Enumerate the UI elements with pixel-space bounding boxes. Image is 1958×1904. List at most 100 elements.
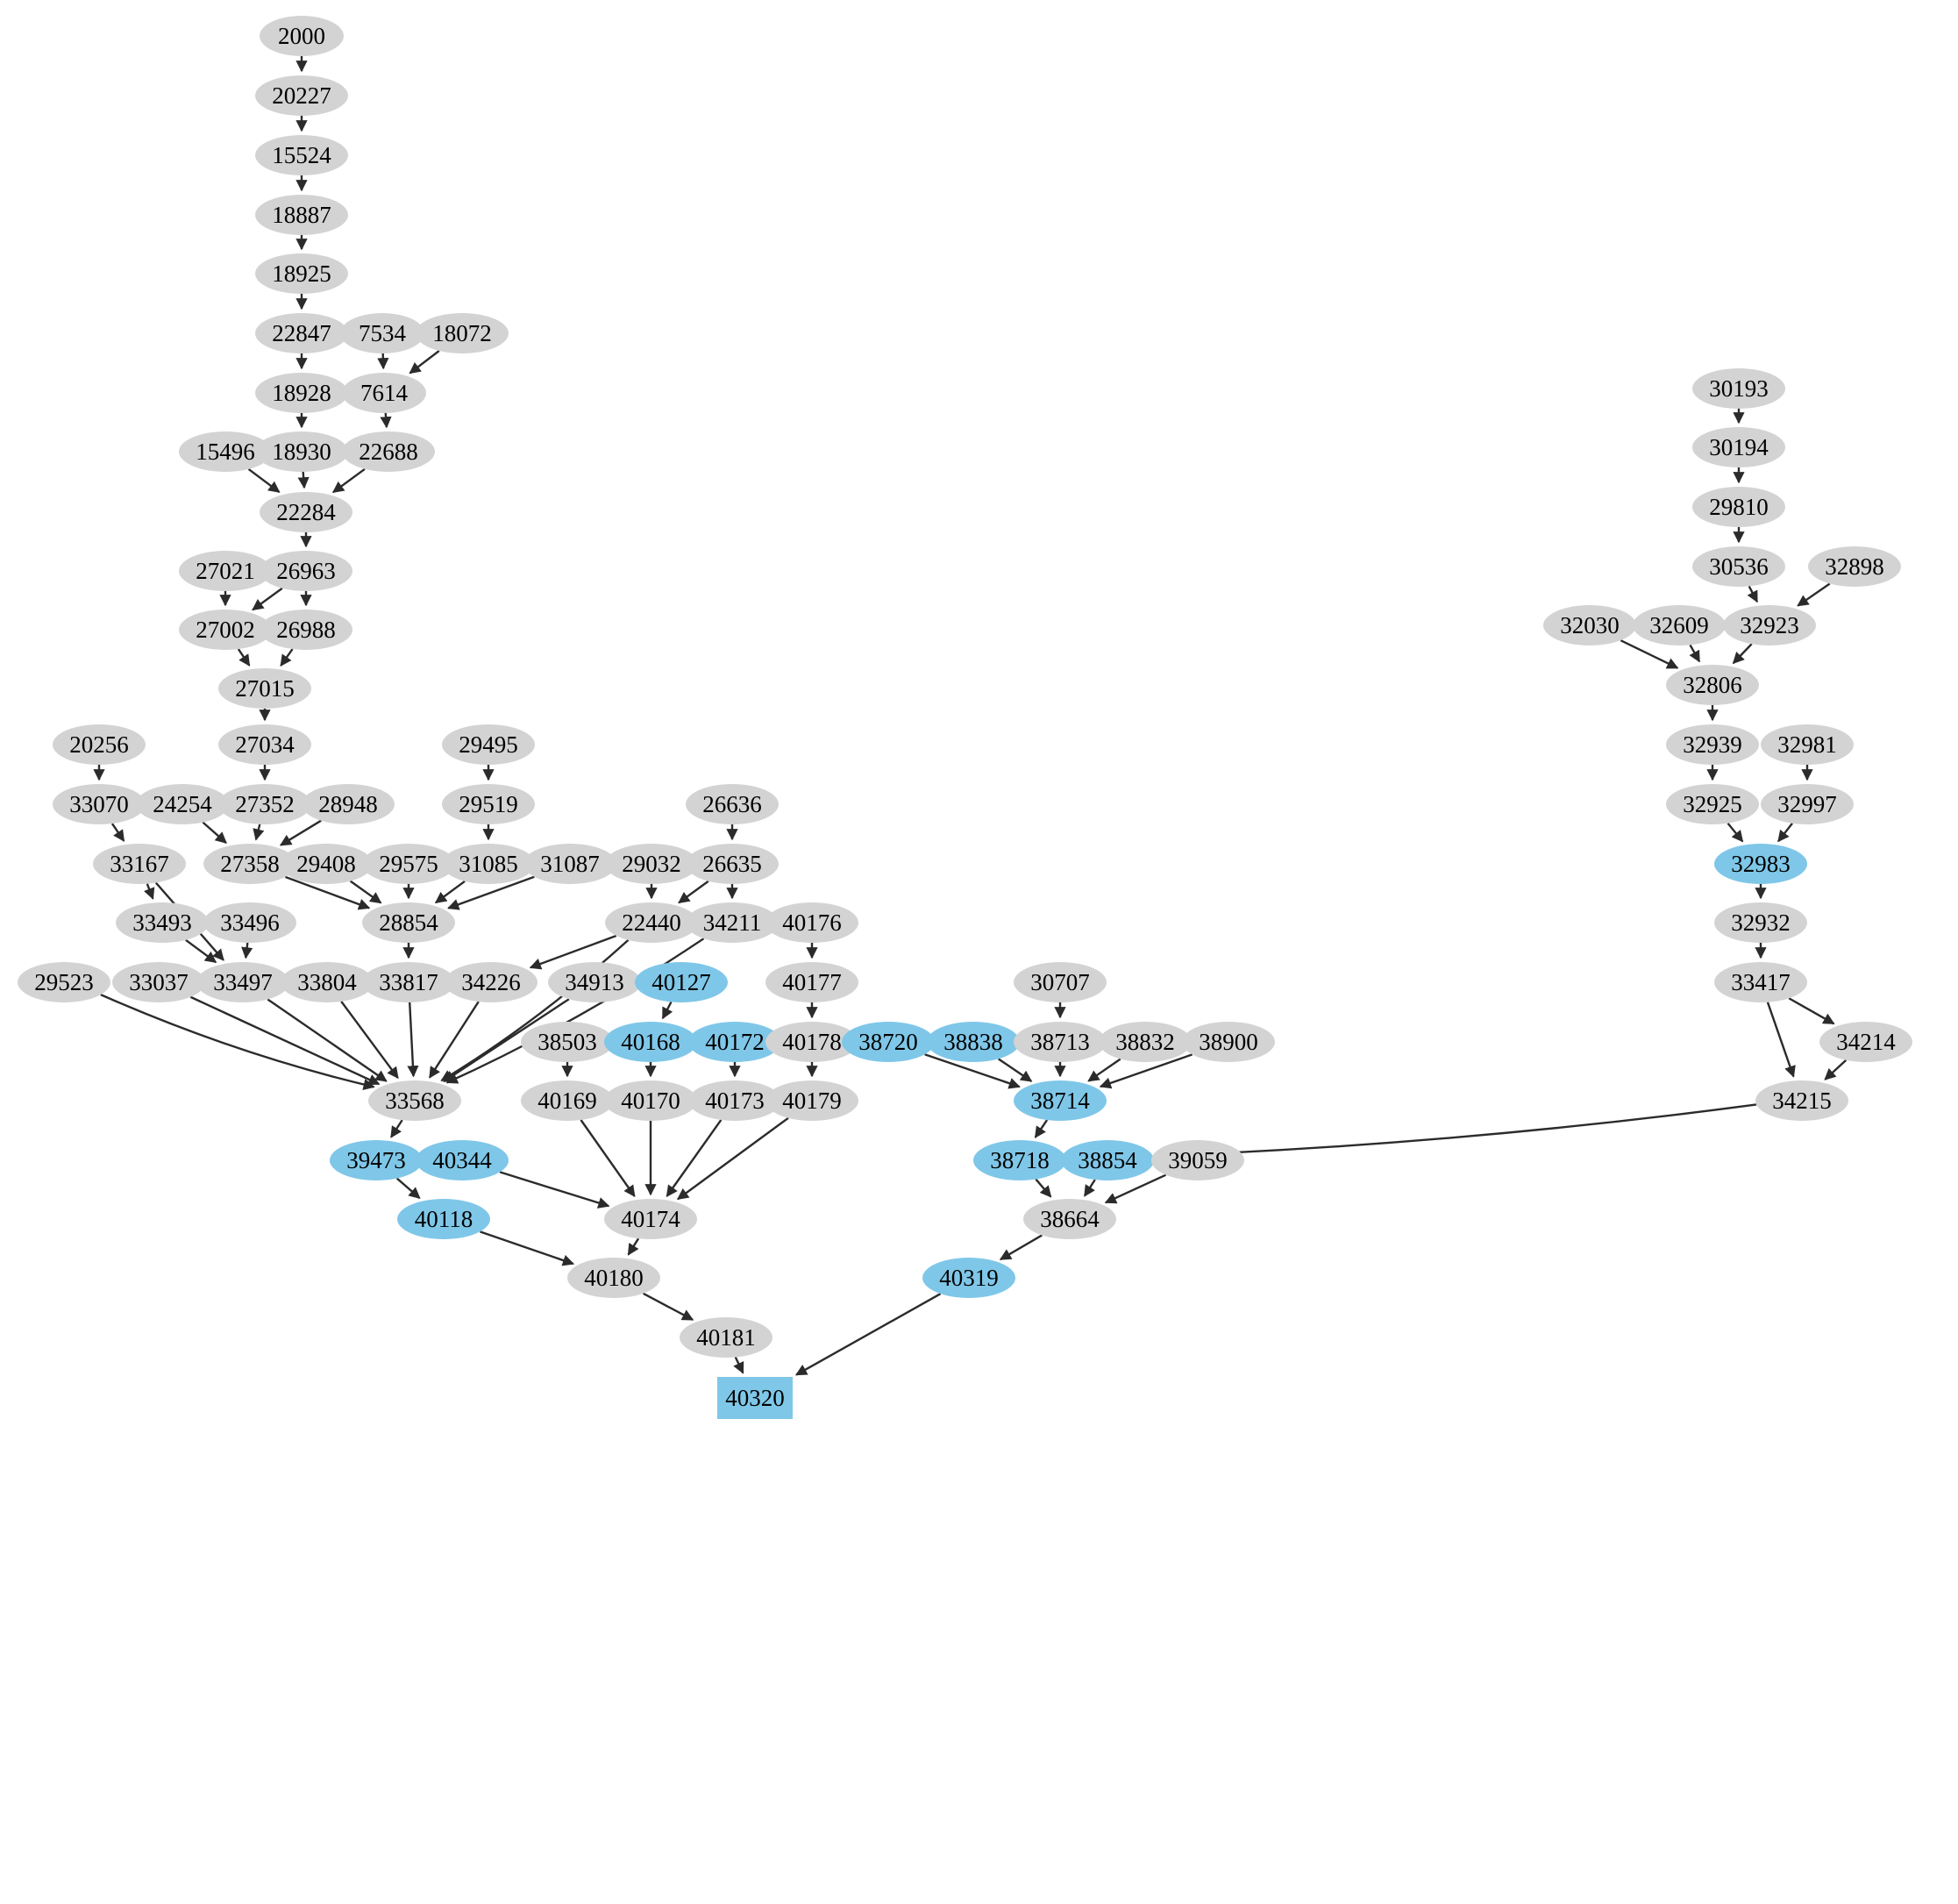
graph-node-40180[interactable]: 40180 [567, 1258, 660, 1298]
graph-node-38838[interactable]: 38838 [927, 1022, 1020, 1062]
graph-node-33417[interactable]: 33417 [1714, 962, 1807, 1002]
graph-node-label: 31087 [540, 850, 600, 877]
graph-node-31085[interactable]: 31085 [442, 844, 535, 884]
graph-node-39059[interactable]: 39059 [1151, 1140, 1244, 1180]
graph-node-7534[interactable]: 7534 [340, 313, 424, 353]
graph-node-40181[interactable]: 40181 [680, 1317, 773, 1358]
graph-node-label: 31085 [459, 850, 518, 877]
graph-node-40319[interactable]: 40319 [922, 1258, 1015, 1298]
graph-node-18072[interactable]: 18072 [416, 313, 509, 353]
graph-node-28948[interactable]: 28948 [302, 784, 395, 824]
graph-node-18925[interactable]: 18925 [255, 253, 348, 294]
graph-node-32030[interactable]: 32030 [1543, 605, 1636, 645]
graph-node-26636[interactable]: 26636 [686, 784, 779, 824]
graph-node-27352[interactable]: 27352 [218, 784, 311, 824]
graph-node-40320[interactable]: 40320 [717, 1377, 793, 1419]
graph-node-33167[interactable]: 33167 [93, 844, 186, 884]
graph-node-40118[interactable]: 40118 [397, 1199, 490, 1239]
graph-node-30193[interactable]: 30193 [1692, 368, 1785, 409]
graph-node-39473[interactable]: 39473 [330, 1140, 423, 1180]
graph-node-label: 38713 [1030, 1028, 1090, 1055]
graph-node-40174[interactable]: 40174 [604, 1199, 697, 1239]
graph-node-22440[interactable]: 22440 [605, 902, 698, 943]
graph-node-18930[interactable]: 18930 [255, 431, 348, 472]
graph-node-40177[interactable]: 40177 [765, 962, 858, 1002]
graph-node-38664[interactable]: 38664 [1023, 1199, 1116, 1239]
graph-node-38714[interactable]: 38714 [1014, 1080, 1107, 1121]
graph-node-30707[interactable]: 30707 [1014, 962, 1107, 1002]
graph-node-label: 32923 [1740, 611, 1799, 638]
graph-node-38854[interactable]: 38854 [1061, 1140, 1154, 1180]
graph-node-32923[interactable]: 32923 [1723, 605, 1816, 645]
graph-node-34214[interactable]: 34214 [1819, 1022, 1912, 1062]
graph-node-40168[interactable]: 40168 [604, 1022, 697, 1062]
graph-node-15524[interactable]: 15524 [255, 135, 348, 175]
graph-node-38718[interactable]: 38718 [973, 1140, 1066, 1180]
graph-node-29408[interactable]: 29408 [280, 844, 373, 884]
graph-node-26635[interactable]: 26635 [686, 844, 779, 884]
graph-node-32806[interactable]: 32806 [1666, 665, 1759, 705]
graph-node-40127[interactable]: 40127 [635, 962, 728, 1002]
graph-node-27021[interactable]: 27021 [179, 551, 272, 591]
graph-node-32932[interactable]: 32932 [1714, 902, 1807, 943]
graph-node-label: 18930 [272, 438, 331, 465]
graph-node-32983[interactable]: 32983 [1714, 844, 1807, 884]
graph-node-27015[interactable]: 27015 [218, 668, 311, 709]
graph-node-33804[interactable]: 33804 [281, 962, 374, 1002]
graph-node-40169[interactable]: 40169 [521, 1080, 614, 1121]
graph-node-33568[interactable]: 33568 [368, 1080, 461, 1121]
graph-node-18887[interactable]: 18887 [255, 195, 348, 235]
graph-node-33493[interactable]: 33493 [116, 902, 209, 943]
graph-node-20256[interactable]: 20256 [53, 724, 146, 765]
graph-node-label: 40168 [621, 1028, 680, 1055]
graph-node-38503[interactable]: 38503 [521, 1022, 614, 1062]
graph-node-27034[interactable]: 27034 [218, 724, 311, 765]
graph-node-26988[interactable]: 26988 [260, 610, 352, 650]
graph-node-33817[interactable]: 33817 [362, 962, 455, 1002]
graph-node-29032[interactable]: 29032 [605, 844, 698, 884]
graph-node-20227[interactable]: 20227 [255, 75, 348, 116]
graph-node-28854[interactable]: 28854 [362, 902, 455, 943]
graph-node-32997[interactable]: 32997 [1761, 784, 1854, 824]
graph-node-32609[interactable]: 32609 [1633, 605, 1726, 645]
graph-node-label: 26635 [702, 850, 762, 877]
graph-node-32939[interactable]: 32939 [1666, 724, 1759, 765]
graph-node-32925[interactable]: 32925 [1666, 784, 1759, 824]
graph-node-38720[interactable]: 38720 [842, 1022, 935, 1062]
graph-node-33497[interactable]: 33497 [196, 962, 289, 1002]
graph-node-30536[interactable]: 30536 [1692, 546, 1785, 587]
graph-node-22688[interactable]: 22688 [342, 431, 435, 472]
graph-node-32981[interactable]: 32981 [1761, 724, 1854, 765]
graph-node-34215[interactable]: 34215 [1755, 1080, 1848, 1121]
graph-node-32898[interactable]: 32898 [1808, 546, 1901, 587]
graph-node-29495[interactable]: 29495 [442, 724, 535, 765]
graph-node-31087[interactable]: 31087 [523, 844, 616, 884]
graph-node-2000[interactable]: 2000 [260, 16, 344, 56]
graph-node-38900[interactable]: 38900 [1182, 1022, 1275, 1062]
graph-node-40170[interactable]: 40170 [604, 1080, 697, 1121]
graph-node-22284[interactable]: 22284 [260, 492, 352, 532]
graph-node-24254[interactable]: 24254 [136, 784, 229, 824]
graph-node-33070[interactable]: 33070 [53, 784, 146, 824]
graph-node-34226[interactable]: 34226 [445, 962, 538, 1002]
graph-node-33496[interactable]: 33496 [203, 902, 296, 943]
graph-node-22847[interactable]: 22847 [255, 313, 348, 353]
graph-node-18928[interactable]: 18928 [255, 373, 348, 413]
graph-node-40176[interactable]: 40176 [765, 902, 858, 943]
graph-node-29523[interactable]: 29523 [18, 962, 110, 1002]
graph-node-40179[interactable]: 40179 [765, 1080, 858, 1121]
graph-node-34913[interactable]: 34913 [548, 962, 641, 1002]
graph-node-27002[interactable]: 27002 [179, 610, 272, 650]
graph-node-26963[interactable]: 26963 [260, 551, 352, 591]
graph-node-label: 26963 [276, 557, 336, 584]
graph-node-7614[interactable]: 7614 [342, 373, 426, 413]
graph-node-label: 40344 [432, 1146, 492, 1173]
graph-node-40344[interactable]: 40344 [416, 1140, 509, 1180]
graph-node-30194[interactable]: 30194 [1692, 427, 1785, 467]
graph-node-29810[interactable]: 29810 [1692, 487, 1785, 527]
graph-node-29519[interactable]: 29519 [442, 784, 535, 824]
graph-node-38832[interactable]: 38832 [1099, 1022, 1192, 1062]
graph-node-33037[interactable]: 33037 [112, 962, 205, 1002]
graph-node-38713[interactable]: 38713 [1014, 1022, 1107, 1062]
